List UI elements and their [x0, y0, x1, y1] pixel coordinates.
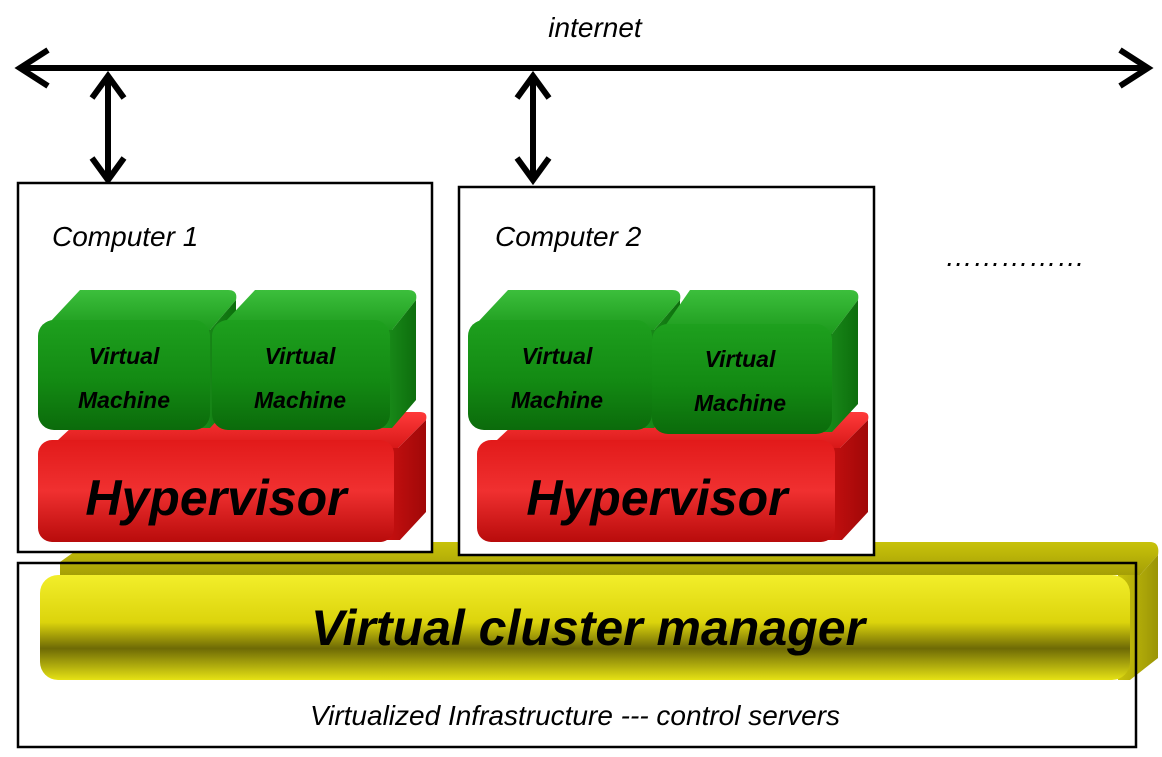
vm-2b-line2: Machine: [694, 390, 786, 416]
computer-1: Computer 1 Hypervisor Virtual Machine Vi…: [16, 181, 434, 554]
internet-line: [14, 47, 1154, 89]
computer-2: Computer 2 Hypervisor Virtual Machine Vi…: [457, 185, 876, 557]
vm-1b-line2: Machine: [254, 387, 346, 413]
connector-computer-2: [514, 70, 552, 186]
computer-2-label: Computer 2: [495, 221, 642, 252]
vm-1b: Virtual Machine: [212, 290, 417, 430]
vm-2a-line1: Virtual: [522, 343, 593, 369]
vm-1a-line2: Machine: [78, 387, 170, 413]
vm-1a: Virtual Machine: [38, 290, 237, 430]
vm-1a-line1: Virtual: [89, 343, 160, 369]
vm-2b: Virtual Machine: [652, 290, 859, 434]
computer-1-label: Computer 1: [52, 221, 198, 252]
hypervisor-1: Hypervisor: [38, 412, 427, 542]
vm-2b-line1: Virtual: [705, 346, 776, 372]
vm-2a-line2: Machine: [511, 387, 603, 413]
hypervisor-1-label: Hypervisor: [85, 470, 349, 526]
infrastructure-label: Virtualized Infrastructure --- control s…: [310, 700, 840, 731]
connector-computer-1: [89, 70, 127, 186]
more-computers-ellipsis: ……………: [945, 241, 1085, 272]
hypervisor-2-label: Hypervisor: [526, 470, 790, 526]
cluster-manager-slab: [40, 542, 1159, 680]
vm-1b-line1: Virtual: [265, 343, 336, 369]
vm-2a: Virtual Machine: [468, 290, 681, 430]
cluster-manager-label: Virtual cluster manager: [311, 600, 867, 656]
internet-label: internet: [548, 12, 643, 43]
infrastructure-box: [16, 561, 1138, 749]
